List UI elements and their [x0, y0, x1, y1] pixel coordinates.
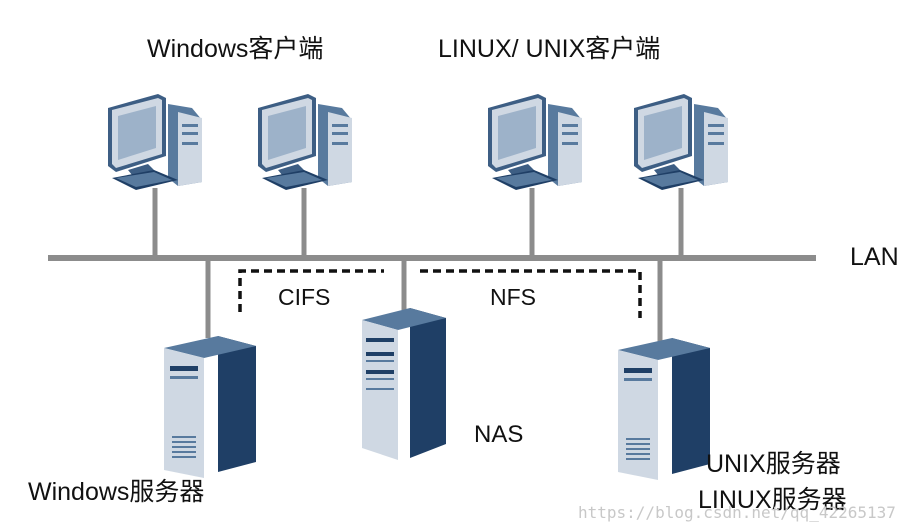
unix-server-icon — [618, 338, 710, 480]
unix-client-2-icon — [634, 94, 728, 190]
watermark-text: https://blog.csdn.net/qq_42265137 — [578, 503, 896, 522]
unix-client-1-icon — [488, 94, 582, 190]
windows-server-icon — [164, 336, 256, 478]
unix-server-label: UNIX服务器 — [706, 450, 841, 478]
windows-client-1-icon — [108, 94, 202, 190]
windows-client-2-icon — [258, 94, 352, 190]
unix-clients-label: LINUX/ UNIX客户端 — [438, 35, 660, 63]
nas-icon — [362, 308, 446, 460]
linux-server-label: LINUX服务器 — [698, 486, 847, 514]
lan-label: LAN — [850, 243, 899, 271]
nas-label: NAS — [474, 421, 523, 448]
nfs-path — [420, 269, 642, 318]
cifs-path — [238, 269, 384, 312]
windows-clients-label: Windows客户端 — [147, 35, 323, 63]
windows-server-label: Windows服务器 — [28, 478, 204, 506]
nfs-label: NFS — [490, 284, 536, 310]
cifs-label: CIFS — [278, 284, 330, 310]
